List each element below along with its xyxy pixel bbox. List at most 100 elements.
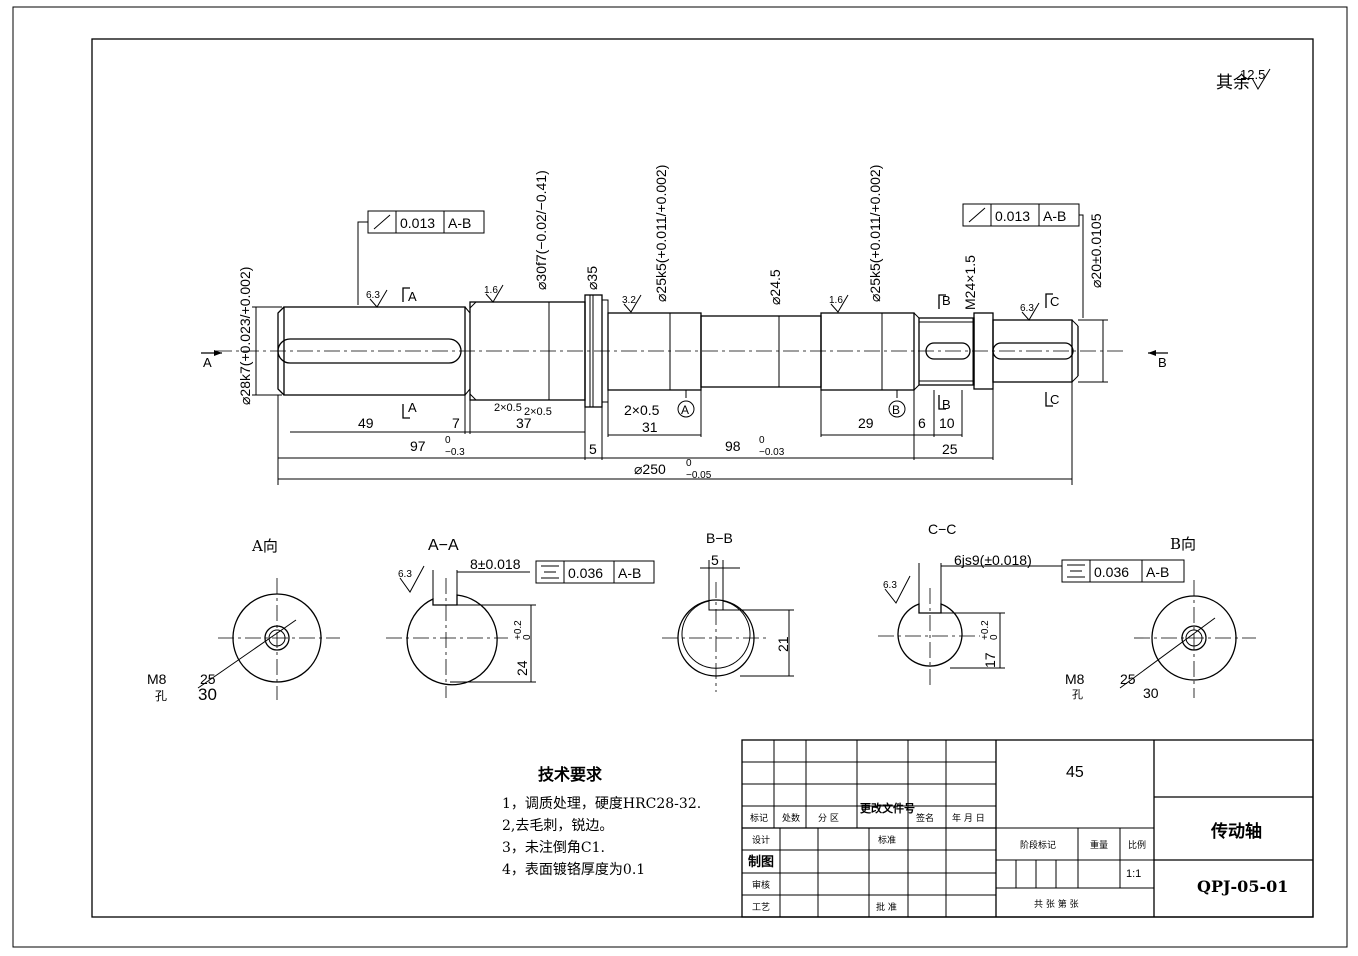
diameter-dimensions: ⌀28k7(+0.023/+0.002) ⌀30f7(−0.02/−0.41) … <box>237 165 1108 407</box>
dim-250-tol-low: −0.05 <box>686 470 712 481</box>
shaft-segment-dia28 <box>283 306 466 396</box>
cc-depth: 17 <box>982 652 998 668</box>
cc-title: C−C <box>928 521 956 537</box>
aa-depth: 24 <box>514 660 530 676</box>
cc-depth-tol-up: +0.2 <box>980 620 991 640</box>
datum-b: B <box>892 403 900 417</box>
dim-98-tol-low: −0.03 <box>759 447 785 458</box>
depth-25-left: 25 <box>200 671 216 687</box>
row-process: 工艺 <box>752 902 770 913</box>
dim-dia20: ⌀20±0.0105 <box>1088 213 1104 288</box>
note-item: 1，调质处理，硬度HRC28-32. <box>502 796 701 812</box>
roughness-icon <box>485 284 504 303</box>
dim-29: 29 <box>858 415 874 431</box>
runout-tolerance-right: 0.013 A-B <box>962 203 1084 318</box>
tol-left-value: 0.013 <box>400 215 435 231</box>
rough-1-6b: 1.6 <box>829 295 843 306</box>
bb-title: B−B <box>706 530 733 546</box>
section-mark-c-top: C <box>1050 294 1059 309</box>
row-design: 设计 <box>752 834 770 846</box>
material: 45 <box>1066 764 1084 781</box>
section-b-b: B−B 5 21 <box>662 530 794 692</box>
depth-25-right: 25 <box>1120 671 1136 687</box>
shaft-segment-dia24-5 <box>700 315 822 388</box>
roughness-note: 其余 <box>1216 73 1250 93</box>
title-block: 标记 处数 分 区 更改文件号 签名 年 月 日 设计 标准 制图 审核 工艺 … <box>741 739 1314 918</box>
aa-sym-value: 0.036 <box>568 565 603 581</box>
tol-right-value: 0.013 <box>995 208 1030 224</box>
m8-right: M8 <box>1065 671 1085 687</box>
groove-1: 2×0.5 <box>494 402 522 414</box>
section-mark-b-bottom: B <box>942 397 951 412</box>
runout-icon <box>373 214 391 230</box>
symmetry-icon <box>1067 564 1085 578</box>
dim-7: 7 <box>452 415 460 431</box>
default-roughness: 其余 12.5 <box>1216 67 1271 93</box>
dim-dia30: ⌀30f7(−0.02/−0.41) <box>533 170 549 290</box>
dim-25: 25 <box>942 441 958 457</box>
dim-97: 97 <box>410 438 426 454</box>
section-mark-b-top: B <box>942 293 951 308</box>
section-mark-a-bottom: A <box>408 400 417 415</box>
dim-250-tol-up: 0 <box>686 458 692 469</box>
runout-tolerance-left: 0.013 A-B <box>357 210 485 305</box>
cc-rough: 6.3 <box>883 580 897 591</box>
roughness-icon <box>830 294 849 313</box>
col-change-doc: 更改文件号 <box>860 801 915 815</box>
groove-2: 2×0.5 <box>524 406 552 418</box>
dim-49: 49 <box>358 415 374 431</box>
rough-1-6a: 1.6 <box>484 285 498 296</box>
ratio-label: 比例 <box>1128 839 1146 851</box>
dim-250: ⌀250 <box>634 461 666 477</box>
aa-depth-tol-up: +0.2 <box>513 620 524 640</box>
view-b-title: B向 <box>1170 535 1196 553</box>
dim-37: 37 <box>516 415 532 431</box>
note-item: 3，未注倒角C1. <box>502 840 605 856</box>
row-approve: 批 准 <box>876 901 897 913</box>
datum-b-icon <box>888 400 906 418</box>
dim-97-tol-up: 0 <box>445 435 451 446</box>
roughness-icon <box>884 575 911 604</box>
depth-30-right: 30 <box>1143 685 1159 701</box>
rough-3-2: 3.2 <box>622 295 636 306</box>
dim-98: 98 <box>725 438 741 454</box>
section-mark-c-bottom: C <box>1050 392 1059 407</box>
scale-value: 1:1 <box>1126 868 1141 880</box>
dim-dia25-right: ⌀25k5(+0.011/+0.002) <box>867 165 883 302</box>
technical-requirements: 技术要求 1，调质处理，硬度HRC28-32. 2,去毛刺，锐边。 3，未注倒角… <box>502 765 701 878</box>
stage-mark: 阶段标记 <box>1020 839 1056 851</box>
tol-right-ref: A-B <box>1043 208 1066 224</box>
groove-3: 2×0.5 <box>624 402 660 418</box>
inner-frame <box>91 38 1314 918</box>
shaft-segment-dia25-right <box>820 312 915 391</box>
row-draw: 制图 <box>748 854 774 870</box>
length-dimensions: 49 7 37 2×0.5 2×0.5 31 2×0.5 29 6 10 97 … <box>277 382 1073 485</box>
row-standard: 标准 <box>878 834 896 846</box>
section-markers: A A B B C C A B A B <box>201 287 1168 419</box>
aa-rough: 6.3 <box>398 569 412 580</box>
notes-title: 技术要求 <box>538 765 603 784</box>
outer-frame <box>12 6 1348 948</box>
view-a-title: A向 <box>251 537 278 555</box>
col-date: 年 月 日 <box>952 812 985 824</box>
tol-left-ref: A-B <box>448 215 471 231</box>
roughness-icon <box>623 294 642 313</box>
hole-right: 孔 <box>1072 688 1083 701</box>
aa-depth-tol-low: 0 <box>522 634 533 640</box>
roughness-default-value: 12.5 <box>1240 67 1265 82</box>
dim-dia35: ⌀35 <box>584 266 600 290</box>
part-name: 传动轴 <box>1210 821 1262 842</box>
cc-sym-ref: A-B <box>1146 564 1169 580</box>
dim-6: 6 <box>918 415 926 431</box>
m8-left: M8 <box>147 671 167 687</box>
runout-icon-2 <box>968 207 986 223</box>
cc-width: 6js9(±0.018) <box>954 552 1032 568</box>
dim-31: 31 <box>642 419 658 435</box>
dim-dia28: ⌀28k7(+0.023/+0.002) <box>237 267 253 405</box>
datum-a: A <box>681 403 689 417</box>
view-b: B向 M8 25 孔 30 <box>1065 535 1256 701</box>
col-mark: 标记 <box>750 812 768 824</box>
aa-width: 8±0.018 <box>470 556 521 572</box>
symmetry-icon <box>541 565 559 579</box>
